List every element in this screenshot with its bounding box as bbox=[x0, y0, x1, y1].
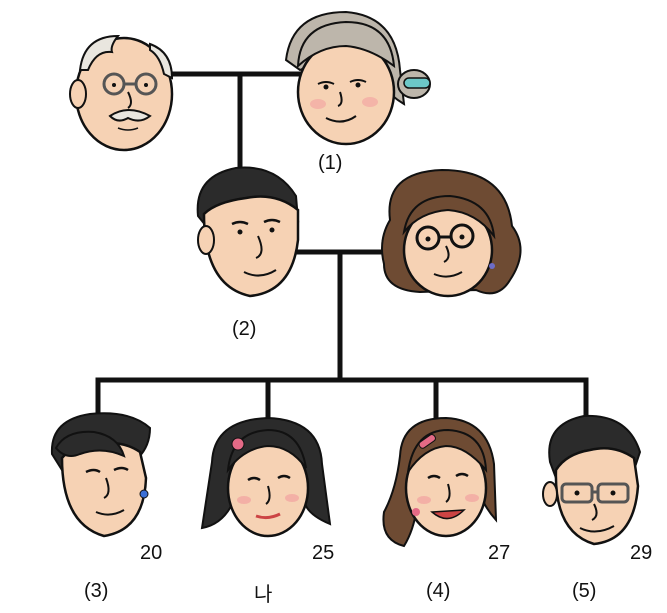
child-3-age: 20 bbox=[140, 542, 163, 564]
grandmother-face bbox=[284, 10, 431, 146]
grandfather-face bbox=[69, 34, 174, 152]
father-face bbox=[196, 166, 300, 298]
child-5-face bbox=[542, 414, 642, 546]
child-3-label: (3) bbox=[84, 580, 109, 602]
me-age: 25 bbox=[312, 542, 335, 564]
mother-face bbox=[381, 168, 522, 298]
child-4-label: (4) bbox=[426, 580, 451, 602]
grandmother-label: (1) bbox=[318, 152, 343, 174]
father-label: (2) bbox=[232, 318, 257, 340]
child-4-age: 27 bbox=[488, 542, 511, 564]
child-3-face bbox=[50, 412, 152, 538]
me-face bbox=[200, 416, 332, 538]
tree-connectors bbox=[95, 71, 589, 423]
child-5-age: 29 bbox=[630, 542, 653, 564]
child-5-label: (5) bbox=[572, 580, 597, 602]
child-4-face bbox=[382, 416, 498, 548]
me-label: 나 bbox=[254, 584, 273, 606]
